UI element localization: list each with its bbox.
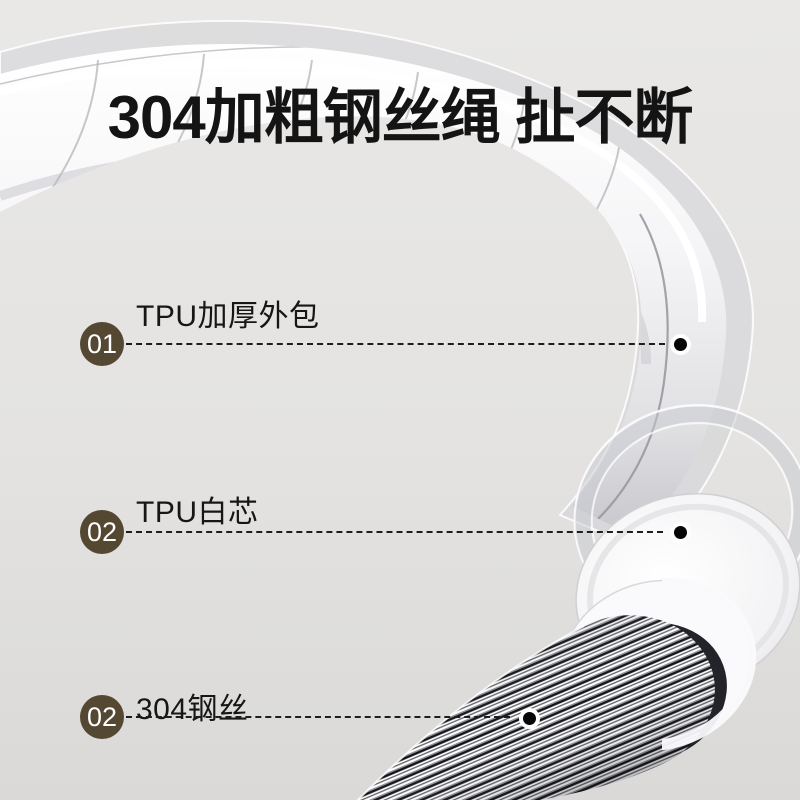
callout-label: TPU加厚外包 — [136, 300, 320, 333]
leader-line — [126, 531, 663, 533]
leader-line — [126, 343, 665, 345]
pointer-dot — [670, 334, 691, 355]
callout-label: TPU白芯 — [136, 496, 259, 529]
sleeve-lip-front — [662, 577, 757, 751]
page-title: 304加粗钢丝绳 扯不断 — [107, 84, 694, 152]
callout-number-badge: 01 — [80, 322, 124, 366]
pointer-dot — [519, 708, 540, 729]
steel-wire-bundle — [356, 615, 715, 800]
leader-line — [126, 716, 510, 718]
callout-number-badge: 02 — [80, 510, 124, 554]
callout-number-badge: 02 — [80, 695, 124, 739]
callout-label: 304钢丝 — [136, 693, 249, 726]
pointer-dot — [670, 522, 691, 543]
cross-section — [356, 403, 800, 800]
